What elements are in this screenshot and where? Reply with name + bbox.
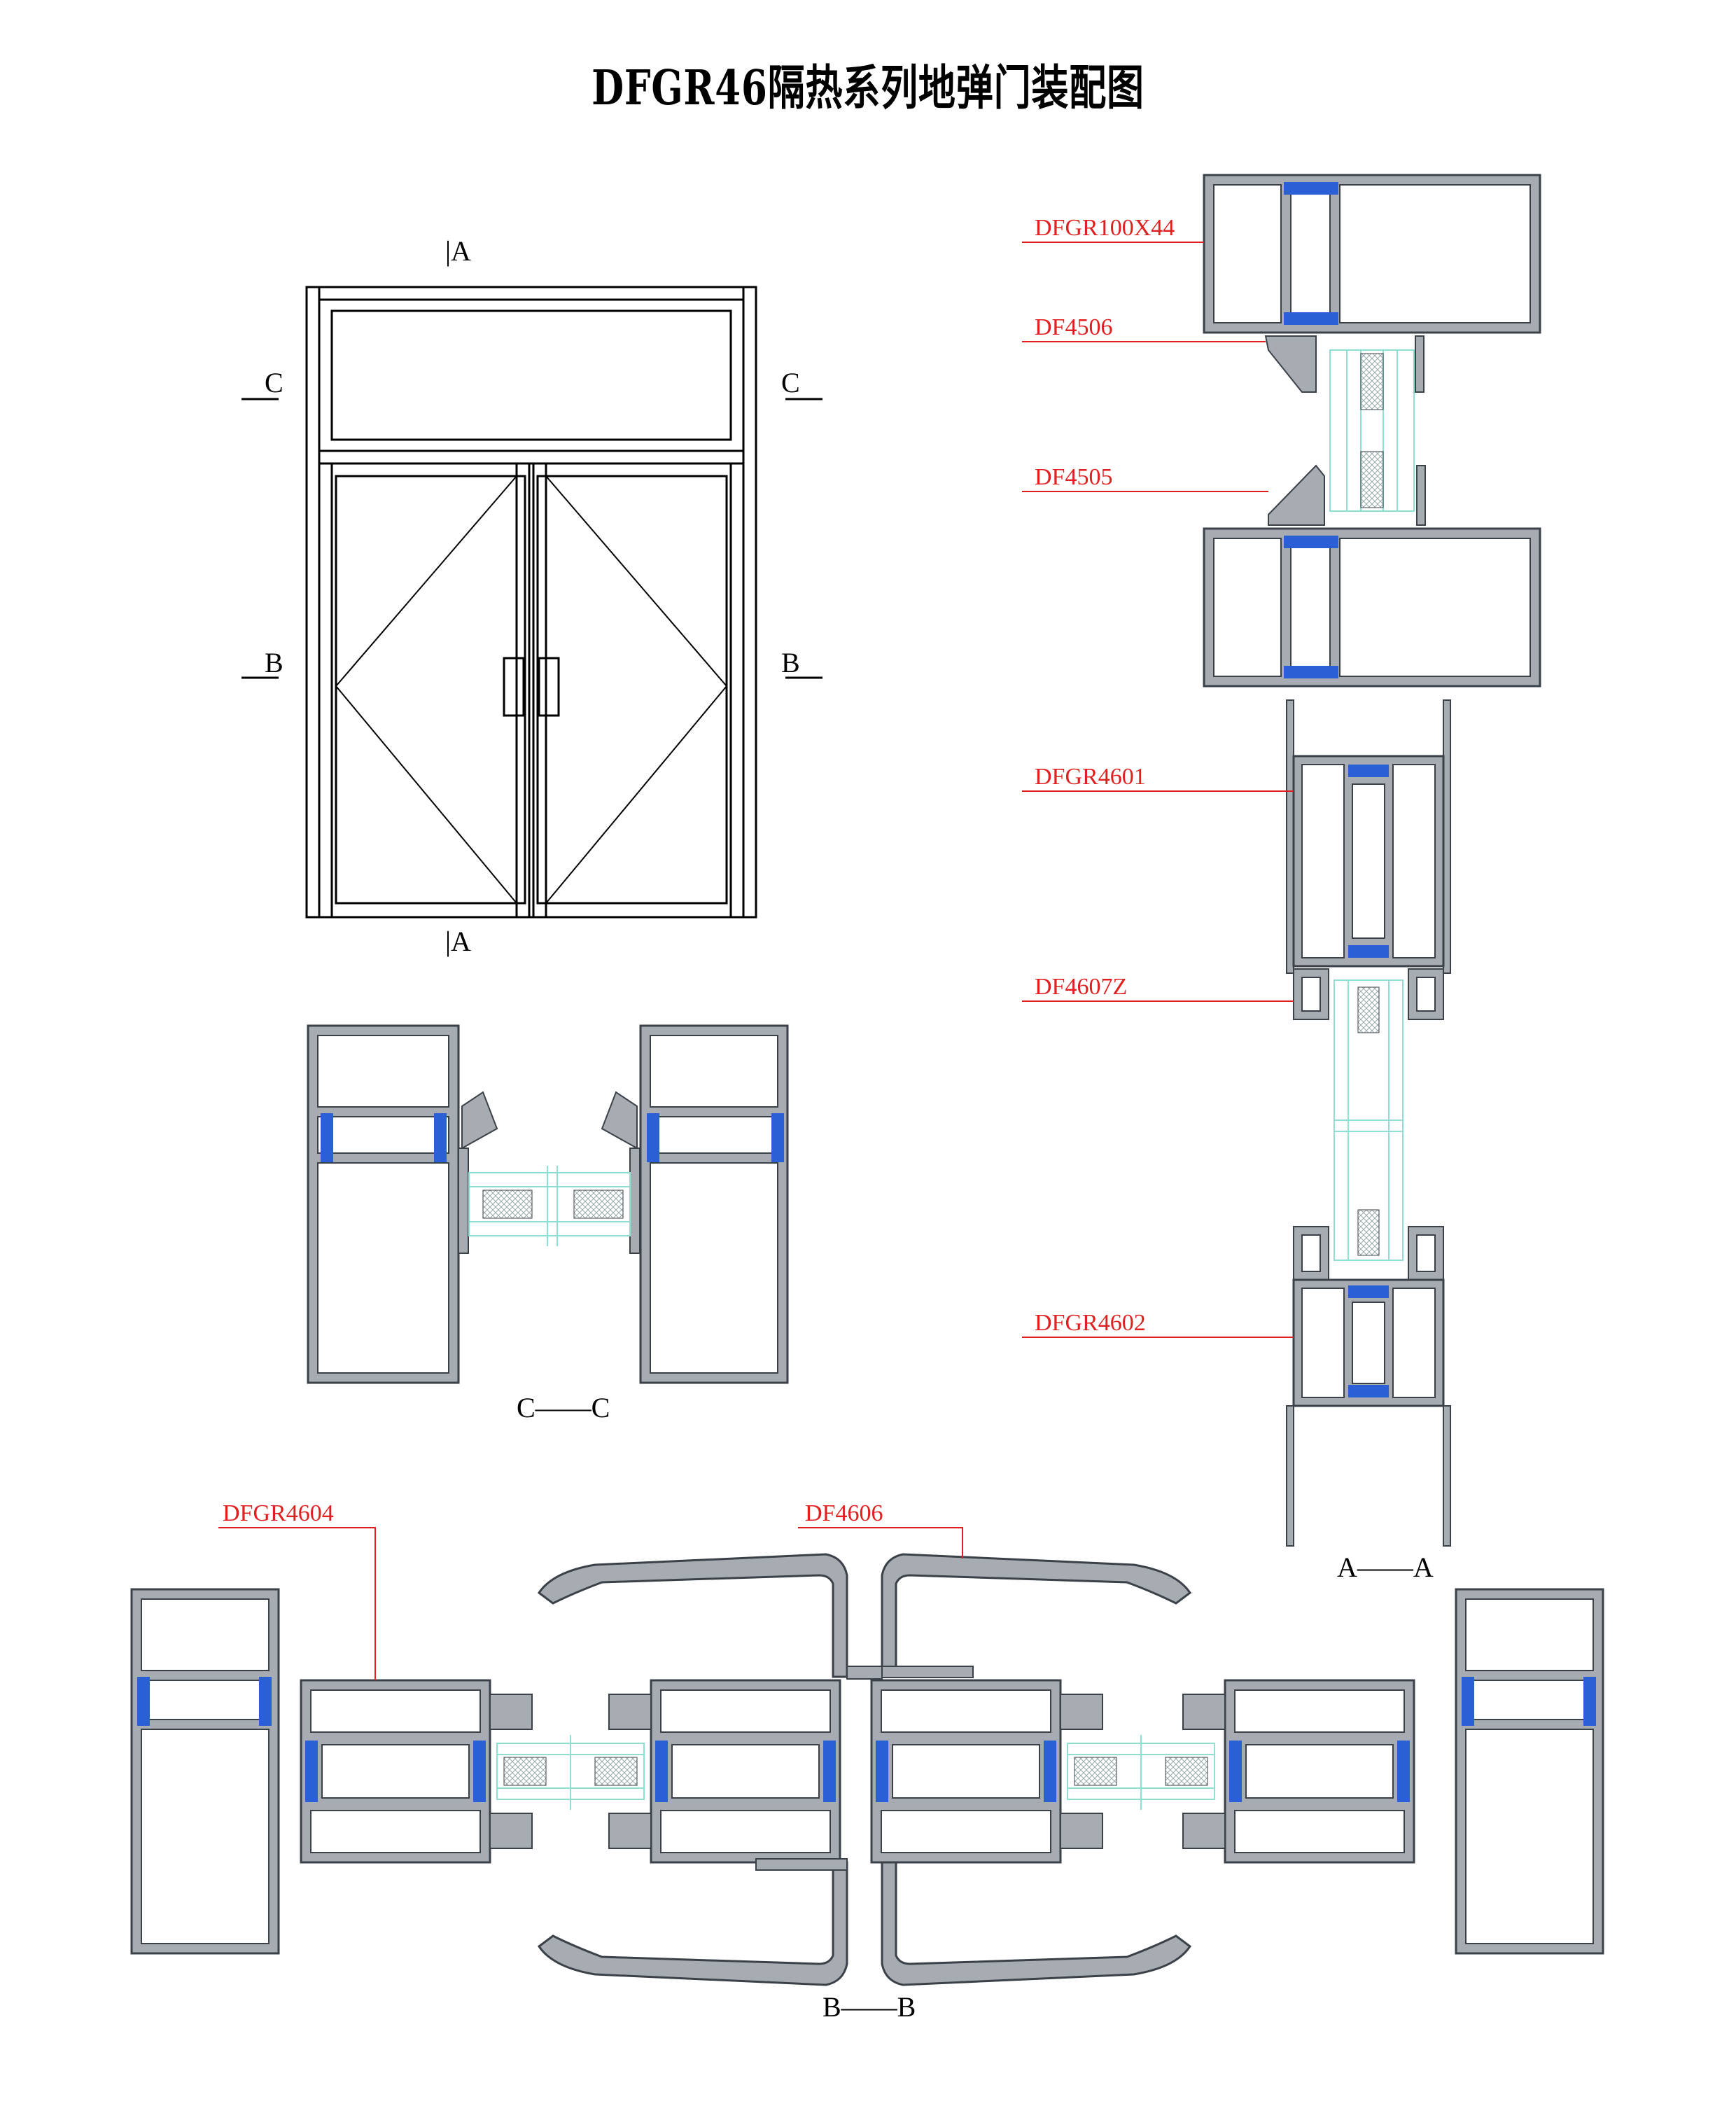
profile-df4506 [1264,335,1317,393]
door-elevation [305,286,757,919]
label-dfgr4604: DFGR4604 [223,1500,334,1526]
section-b-b [130,1553,1604,1986]
section-mark-c-right: C [781,367,800,398]
right-handle [538,657,560,717]
left-handle [503,657,525,717]
section-mark-b-left: B [265,647,284,678]
label-df4505: DF4505 [1035,464,1112,490]
section-c-c [307,1024,789,1384]
section-title-c-c: C——C [517,1392,610,1423]
profile-dfgr100x44-bottom [1203,527,1541,688]
label-df4606: DF4606 [805,1500,883,1526]
label-df4506: DF4506 [1035,314,1112,340]
section-mark-a-top: |A [445,235,471,267]
section-mark-a-bottom: |A [445,926,471,957]
label-df4607z: DF4607Z [1035,974,1127,1000]
profile-dfgr4601 [1286,699,1451,974]
label-dfgr4602: DFGR4602 [1035,1310,1146,1336]
section-title-a-a: A——A [1337,1551,1434,1583]
outer-frame [305,286,757,919]
glass-unit-lower [1334,979,1404,1261]
left-leaf [330,462,531,919]
drawing-title: DFGR46隔热系列地弹门装配图 [592,60,1144,116]
section-mark-c-left: C [265,367,284,398]
right-leaf [532,462,732,919]
label-dfgr100x44: DFGR100X44 [1035,215,1175,241]
left-diamond [335,474,517,905]
transom-panel [318,298,745,452]
section-title-b-b: B——B [822,1991,916,2023]
right-diamond [545,474,728,905]
profile-df4607z [1293,968,1444,1020]
section-mark-b-right: B [781,647,800,678]
section-a-a [1203,174,1541,1547]
profile-dfgr100x44-top [1203,174,1541,334]
profile-dfgr4602 [1286,1278,1451,1547]
profile-df4505 [1268,464,1325,526]
label-dfgr4601: DFGR4601 [1035,764,1146,790]
